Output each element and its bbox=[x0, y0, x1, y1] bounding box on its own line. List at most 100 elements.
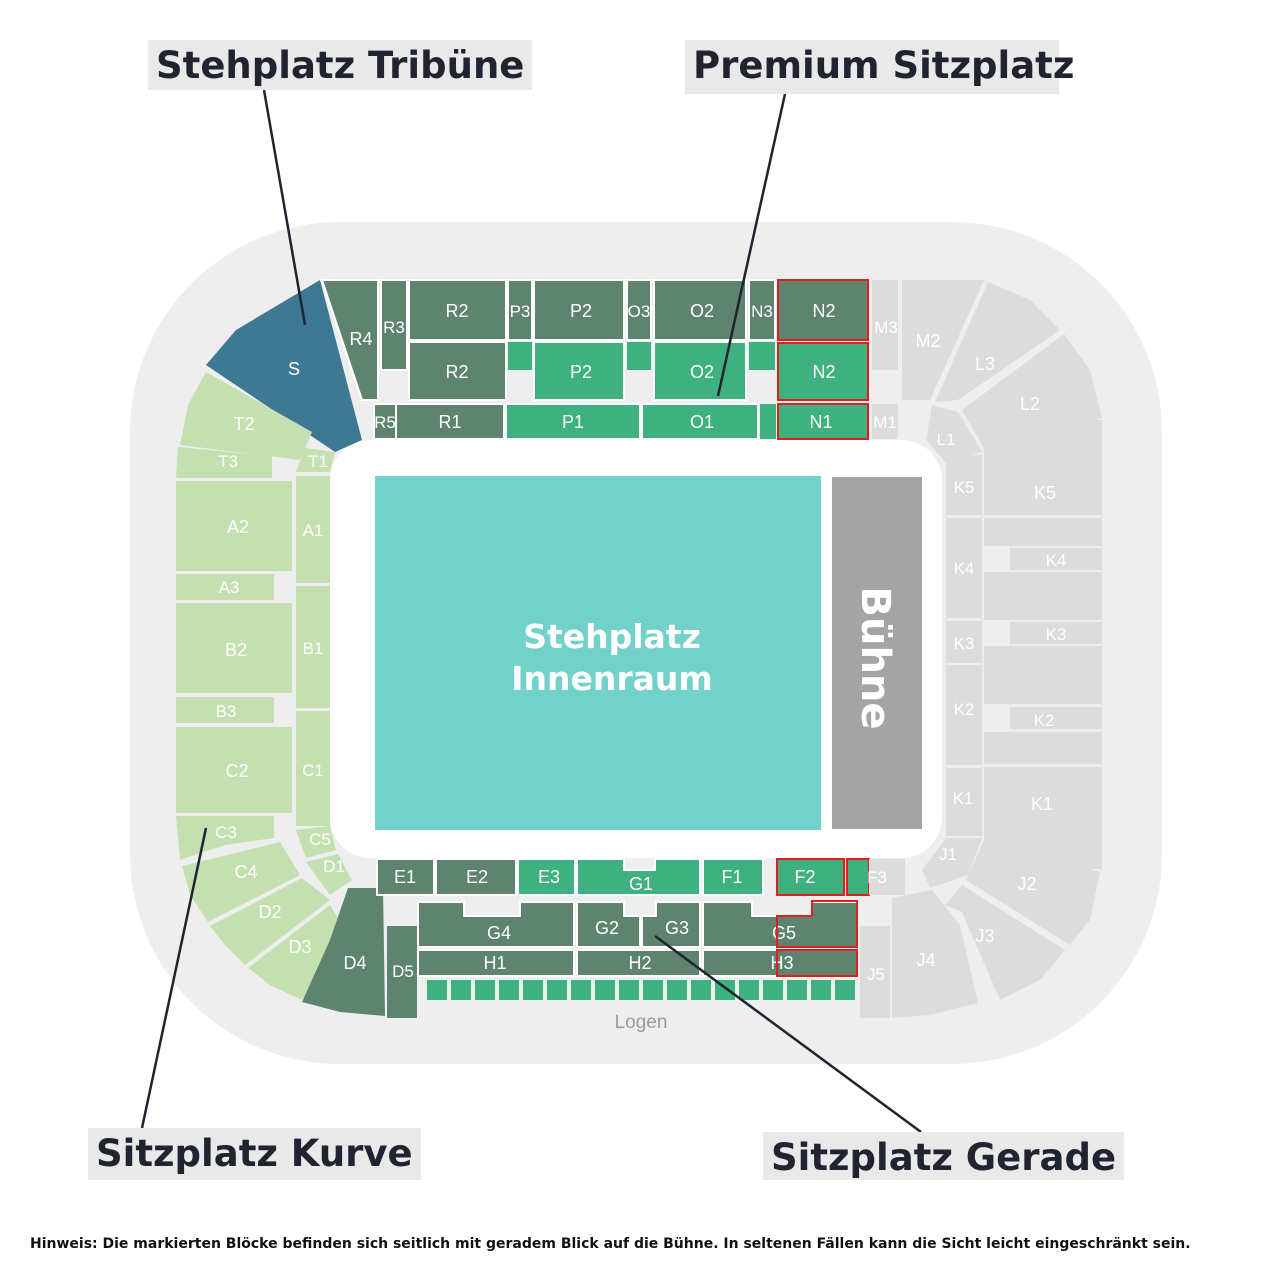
block-D1[interactable] bbox=[306, 854, 352, 895]
block-K5-inner[interactable] bbox=[946, 455, 982, 515]
block-G4[interactable] bbox=[417, 901, 575, 948]
block-B3[interactable] bbox=[176, 697, 274, 723]
block-R3[interactable] bbox=[380, 279, 408, 371]
block-N3-lower[interactable] bbox=[749, 342, 775, 370]
block-R2-upper[interactable] bbox=[408, 279, 507, 341]
loge-box[interactable] bbox=[499, 980, 519, 1000]
block-label-K5-inner: K5 bbox=[954, 478, 975, 497]
block-M2[interactable] bbox=[902, 280, 984, 400]
loge-box[interactable] bbox=[451, 980, 471, 1000]
loge-box[interactable] bbox=[787, 980, 807, 1000]
block-T3[interactable] bbox=[176, 447, 272, 478]
block-T2[interactable] bbox=[180, 372, 312, 460]
block-F3[interactable] bbox=[869, 859, 905, 895]
block-P2-lower[interactable] bbox=[533, 341, 625, 401]
block-O1[interactable] bbox=[641, 403, 759, 440]
block-P1[interactable] bbox=[505, 403, 641, 440]
block-O2-lower[interactable] bbox=[653, 341, 747, 401]
loge-box[interactable] bbox=[763, 980, 783, 1000]
block-B1[interactable] bbox=[296, 586, 330, 708]
block-K3-row[interactable] bbox=[1010, 622, 1102, 644]
loge-box[interactable] bbox=[427, 980, 447, 1000]
block-C1[interactable] bbox=[296, 711, 330, 826]
loge-box[interactable] bbox=[547, 980, 567, 1000]
block-N2-upper[interactable] bbox=[777, 279, 869, 341]
block-M3[interactable] bbox=[872, 280, 898, 370]
block-F3-marked[interactable] bbox=[846, 858, 870, 896]
block-C5[interactable] bbox=[296, 826, 336, 858]
loge-box[interactable] bbox=[739, 980, 759, 1000]
block-D4[interactable] bbox=[302, 888, 385, 1016]
block-P2-upper[interactable] bbox=[533, 279, 625, 341]
block-N2-lower[interactable] bbox=[777, 342, 869, 401]
block-K4-inner[interactable] bbox=[946, 518, 982, 618]
block-A3[interactable] bbox=[176, 574, 274, 600]
block-K2-row[interactable] bbox=[1010, 707, 1102, 729]
block-O2-upper[interactable] bbox=[653, 279, 747, 341]
block-F2[interactable] bbox=[776, 858, 845, 896]
loge-box[interactable] bbox=[691, 980, 711, 1000]
block-L3[interactable] bbox=[935, 282, 1060, 402]
stehplatz-innenraum-area[interactable] bbox=[375, 476, 821, 830]
loge-box[interactable] bbox=[811, 980, 831, 1000]
block-N1[interactable] bbox=[777, 403, 869, 440]
block-D2[interactable] bbox=[210, 878, 330, 965]
block-J5[interactable] bbox=[860, 926, 890, 1018]
block-B2[interactable] bbox=[176, 603, 292, 693]
block-G2[interactable] bbox=[576, 901, 641, 948]
block-P3[interactable] bbox=[507, 279, 533, 341]
block-G1[interactable] bbox=[576, 858, 701, 896]
block-E2[interactable] bbox=[435, 858, 517, 896]
block-O3-lower[interactable] bbox=[627, 342, 651, 370]
block-E3[interactable] bbox=[517, 858, 576, 896]
block-O3[interactable] bbox=[626, 279, 652, 341]
block-K4-row[interactable] bbox=[1010, 548, 1102, 570]
block-K2-outer[interactable] bbox=[984, 732, 1102, 764]
block-K5-outer[interactable] bbox=[984, 420, 1102, 515]
block-T1[interactable] bbox=[296, 448, 335, 472]
stand-south: D4 D5 E1 E2 E3 G1 F1 F2 F3 G4 G2 G3 G5 H… bbox=[302, 858, 905, 1033]
block-D5[interactable] bbox=[387, 926, 417, 1018]
block-P3-lower[interactable] bbox=[508, 342, 532, 370]
block-C2[interactable] bbox=[176, 727, 292, 813]
block-label-K1-outer: K1 bbox=[1031, 794, 1053, 814]
block-L1[interactable] bbox=[926, 405, 982, 462]
block-R1[interactable] bbox=[395, 403, 505, 440]
block-R4[interactable] bbox=[320, 279, 379, 401]
block-C4[interactable] bbox=[182, 842, 300, 922]
block-K3-outer[interactable] bbox=[984, 646, 1102, 704]
block-O1-edge[interactable] bbox=[760, 404, 776, 439]
block-label-R2-upper: R2 bbox=[445, 301, 468, 321]
block-J3[interactable] bbox=[945, 885, 1065, 1000]
loge-box[interactable] bbox=[835, 980, 855, 1000]
loge-box[interactable] bbox=[667, 980, 687, 1000]
block-K5-row[interactable] bbox=[984, 518, 1102, 546]
block-K4-outer[interactable] bbox=[984, 572, 1102, 620]
block-K2-inner[interactable] bbox=[946, 665, 982, 765]
block-K3-inner[interactable] bbox=[946, 621, 982, 663]
block-J2[interactable] bbox=[966, 838, 1100, 945]
block-K1-inner[interactable] bbox=[946, 768, 982, 836]
loge-box[interactable] bbox=[643, 980, 663, 1000]
block-J4[interactable] bbox=[892, 890, 978, 1018]
block-A2[interactable] bbox=[176, 481, 292, 571]
loge-box[interactable] bbox=[571, 980, 591, 1000]
block-H1[interactable] bbox=[417, 949, 575, 977]
block-A1[interactable] bbox=[296, 476, 330, 583]
block-F1[interactable] bbox=[702, 858, 764, 896]
block-J1[interactable] bbox=[922, 838, 982, 888]
block-D3[interactable] bbox=[248, 905, 345, 1000]
loge-box[interactable] bbox=[595, 980, 615, 1000]
block-E1[interactable] bbox=[376, 858, 435, 896]
block-M1[interactable] bbox=[872, 404, 898, 439]
callout-stehplatz-tribuene: Stehplatz Tribüne bbox=[148, 40, 533, 90]
loge-box[interactable] bbox=[475, 980, 495, 1000]
loge-box[interactable] bbox=[619, 980, 639, 1000]
field-label-line2: Innenraum bbox=[511, 659, 713, 698]
block-label-M1: M1 bbox=[873, 413, 897, 432]
block-S[interactable] bbox=[206, 280, 362, 452]
block-R2-lower[interactable] bbox=[408, 341, 507, 401]
block-N3[interactable] bbox=[748, 279, 776, 341]
loge-box[interactable] bbox=[523, 980, 543, 1000]
